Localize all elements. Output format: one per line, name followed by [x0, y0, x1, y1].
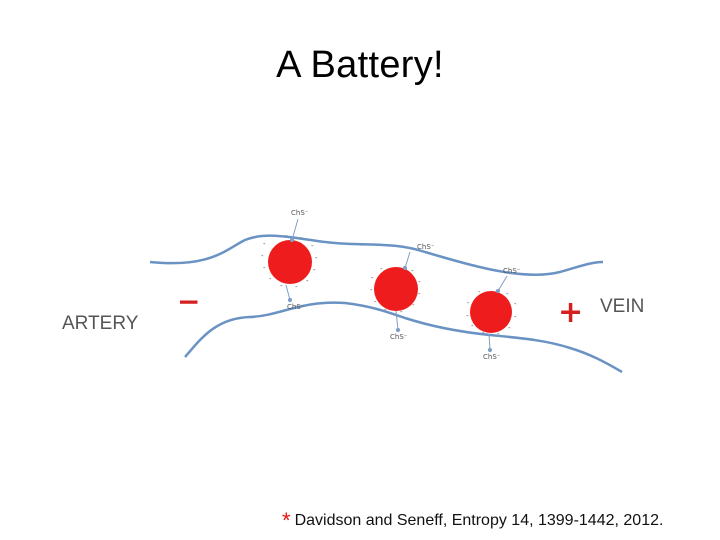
minus-sign: − — [177, 285, 200, 318]
svg-text:-: - — [280, 282, 283, 290]
red-blood-cell — [374, 267, 418, 311]
svg-text:-: - — [514, 313, 517, 321]
svg-text:-: - — [263, 240, 266, 248]
chs-label: ChS⁻ — [291, 209, 309, 217]
svg-text:-: - — [300, 234, 303, 242]
chs-label: ChS⁻ — [483, 353, 501, 361]
svg-text:-: - — [482, 329, 485, 337]
red-blood-cell — [470, 291, 512, 333]
svg-text:-: - — [315, 254, 318, 262]
svg-text:-: - — [400, 308, 403, 316]
svg-text:-: - — [371, 274, 374, 282]
svg-text:-: - — [370, 286, 373, 294]
citation: *Davidson and Seneff, Entropy 14, 1399-1… — [282, 505, 664, 533]
chs-labels: ChS⁻ ChS⁻ ChS⁻ ChS⁻ ChS⁻ ChS⁻ — [287, 209, 521, 361]
svg-text:-: - — [295, 283, 298, 291]
cell-surface-charges: ---- ---- ---- ---- ---- -- ---- ---- -- — [261, 232, 517, 338]
svg-text:-: - — [285, 232, 288, 240]
vessel-lower-wall — [184, 301, 623, 374]
svg-text:-: - — [384, 306, 387, 314]
svg-text:-: - — [478, 288, 481, 296]
svg-text:-: - — [380, 265, 383, 273]
citation-text: Davidson and Seneff, Entropy 14, 1399-14… — [294, 512, 664, 529]
svg-text:-: - — [311, 242, 314, 250]
svg-text:-: - — [497, 330, 500, 338]
svg-text:-: - — [506, 290, 509, 298]
svg-text:-: - — [508, 324, 511, 332]
chs-label: ChS⁻ — [503, 267, 521, 275]
vein-label: VEIN — [600, 296, 645, 317]
svg-text:-: - — [263, 264, 266, 272]
svg-text:-: - — [418, 278, 421, 286]
vessel-upper-wall — [149, 234, 604, 276]
svg-text:-: - — [313, 266, 316, 274]
svg-text:-: - — [467, 299, 470, 307]
svg-text:-: - — [418, 290, 421, 298]
svg-text:-: - — [411, 267, 414, 275]
svg-text:-: - — [261, 252, 264, 260]
svg-text:-: - — [514, 300, 517, 308]
svg-text:-: - — [466, 312, 469, 320]
svg-text:-: - — [374, 298, 377, 306]
chs-label: ChS⁻ — [287, 303, 305, 311]
svg-text:-: - — [412, 301, 415, 309]
artery-label: ARTERY — [62, 313, 139, 334]
chs-label: ChS⁻ — [417, 243, 435, 251]
red-blood-cell — [268, 240, 312, 284]
chs-label: ChS⁻ — [390, 333, 408, 341]
svg-text:-: - — [306, 277, 309, 285]
svg-text:-: - — [269, 275, 272, 283]
citation-marker: * — [282, 508, 291, 533]
plus-sign: + — [558, 295, 583, 330]
slide-title: A Battery! — [276, 44, 444, 86]
svg-text:-: - — [471, 322, 474, 330]
chs-molecules — [285, 218, 508, 353]
